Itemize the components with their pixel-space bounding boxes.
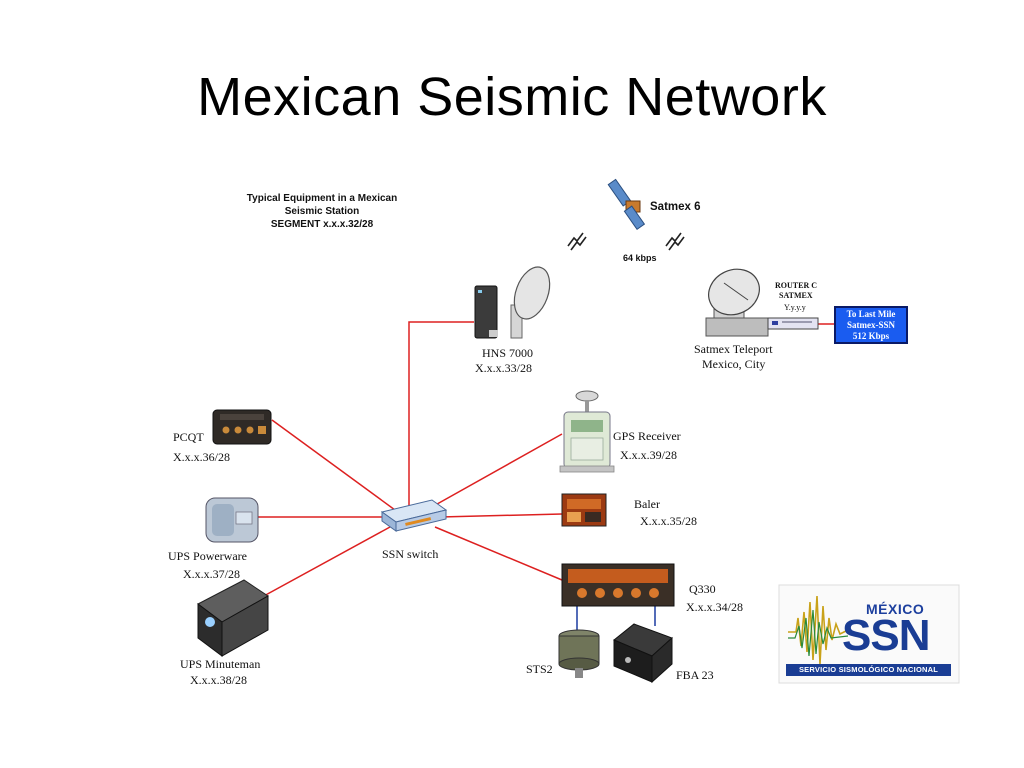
ups-minuteman-label: UPS Minuteman: [180, 657, 261, 671]
satellite-rate-label: 64 kbps: [623, 253, 657, 263]
router-ip-label: Y.y.y.y: [784, 303, 806, 312]
ups-powerware-icon: [205, 497, 259, 543]
link-switch-baler: [439, 513, 563, 518]
q330-label: Q330: [689, 582, 716, 596]
gps-label: GPS Receiver: [613, 429, 681, 443]
radio-wave-icon-right: [665, 232, 685, 251]
ssn-switch-icon: [380, 499, 448, 532]
caption-line-3: SEGMENT x.x.x.32/28: [270, 219, 374, 230]
satellite-icon: [607, 178, 646, 231]
sts2-label: STS2: [526, 662, 553, 676]
router-label-2: SATMEX: [779, 291, 813, 300]
ssn-logo-subtitle: SERVICIO SISMOLÓGICO NACIONAL: [786, 664, 951, 676]
ssn-logo-mexico: MÉXICO: [866, 601, 925, 617]
ups-powerware-label: UPS Powerware: [168, 549, 247, 563]
caption-line-2: Seismic Station: [284, 206, 360, 217]
link-switch-gps: [429, 433, 563, 509]
last-mile-line-3: 512 Kbps: [852, 331, 890, 341]
teleport-dish-icon: [705, 268, 769, 337]
switch-label: SSN switch: [382, 547, 439, 561]
pcqt-device-icon: [212, 409, 272, 445]
radio-wave-icon-left: [567, 232, 587, 251]
hns-dish-icon: [510, 266, 551, 339]
baler-ip-label: X.x.x.35/28: [640, 514, 697, 528]
link-switch-pcqt: [271, 419, 396, 511]
last-mile-line-2: Satmex-SSN: [846, 320, 895, 330]
router-icon: [767, 317, 819, 330]
teleport-label-1: Satmex Teleport: [694, 342, 773, 356]
sensor-cables: [576, 604, 656, 634]
ssn-logo-text: SSN: [842, 611, 930, 660]
link-switch-q330: [434, 526, 563, 581]
hns-label: HNS 7000: [482, 346, 534, 360]
pcqt-label: PCQT: [173, 430, 204, 444]
last-mile-box: To Last Mile Satmex-SSN 512 Kbps: [834, 306, 908, 344]
q330-icon: [561, 563, 675, 607]
satellite-label: Satmex 6: [650, 201, 701, 213]
hns-modem-icon: [474, 285, 498, 339]
last-mile-line-1: To Last Mile: [846, 309, 896, 319]
ups-powerware-ip-label: X.x.x.37/28: [183, 567, 240, 581]
q330-ip-label: X.x.x.34/28: [686, 600, 743, 614]
slide-title: Mexican Seismic Network: [197, 67, 827, 127]
equipment-caption: Typical Equipment in a Mexican Seismic S…: [232, 192, 412, 231]
router-label-1: ROUTER C: [775, 281, 818, 290]
gps-ip-label: X.x.x.39/28: [620, 448, 677, 462]
link-switch-hns: [408, 321, 474, 512]
fba23-sensor-icon: [613, 623, 673, 684]
teleport-label-2: Mexico, City: [702, 357, 766, 371]
sts2-sensor-icon: [558, 629, 600, 678]
baler-label: Baler: [634, 497, 660, 511]
fba-label: FBA 23: [676, 668, 714, 682]
network-links: [258, 321, 834, 598]
pcqt-ip-label: X.x.x.36/28: [173, 450, 230, 464]
ups-minuteman-icon: [197, 579, 269, 657]
baler-icon: [561, 493, 607, 527]
gps-receiver-icon: [559, 390, 615, 473]
hns-ip-label: X.x.x.33/28: [475, 361, 532, 375]
caption-line-1: Typical Equipment in a Mexican: [246, 193, 398, 204]
ups-minuteman-ip-label: X.x.x.38/28: [190, 673, 247, 687]
link-switch-ups-minuteman: [261, 526, 391, 598]
